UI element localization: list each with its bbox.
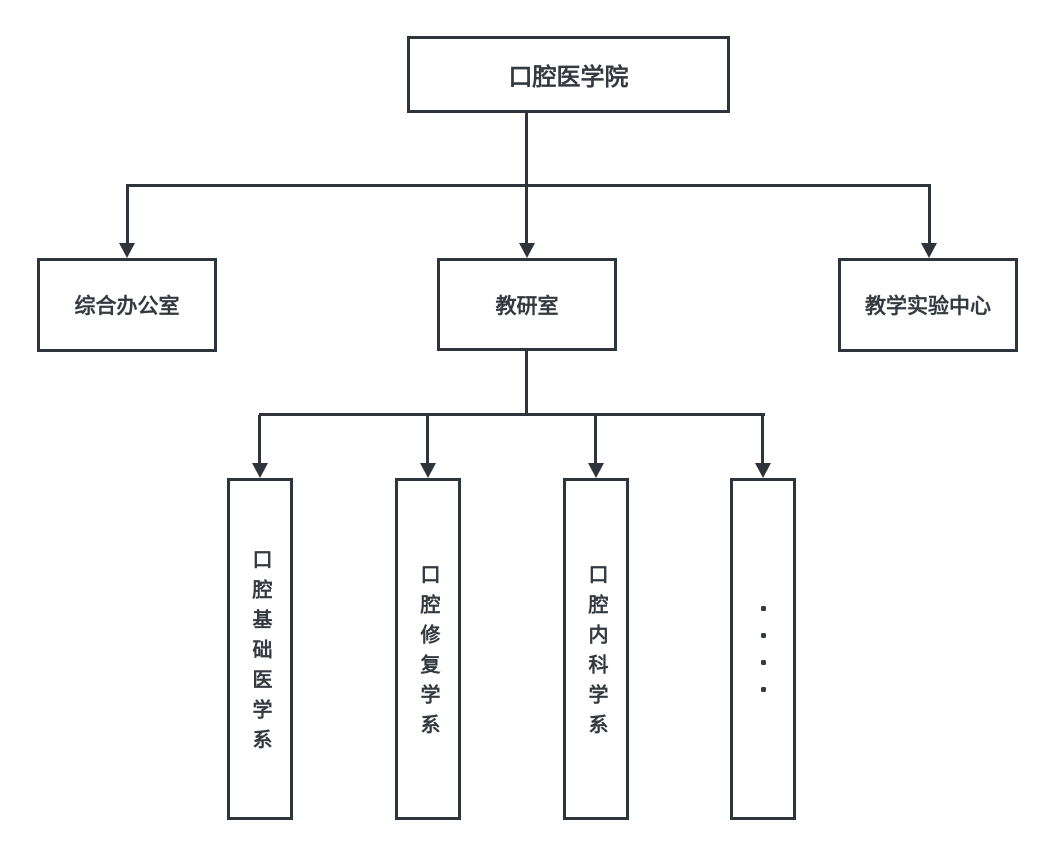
ellipsis-dot	[760, 660, 766, 665]
ellipsis-dot	[760, 687, 766, 692]
org-box-dept-basic-oral-medicine: 口腔基础医学系	[227, 478, 293, 820]
org-box-general-office: 综合办公室	[37, 258, 217, 352]
connector-teaching-research-stem	[525, 350, 528, 415]
org-box-dept-prosthodontics-label: 口腔修复学系	[417, 564, 439, 744]
arrowhead-down-icon	[420, 463, 436, 478]
org-box-teaching-research-office: 教研室	[437, 258, 617, 351]
connector-drop-oral-internal-medicine	[594, 415, 597, 463]
connector-drop-teaching-research	[525, 186, 528, 244]
org-box-dept-prosthodontics: 口腔修复学系	[395, 478, 461, 820]
ellipsis-dot	[760, 606, 766, 611]
arrowhead-down-icon	[119, 243, 135, 258]
connector-drop-ellipsis	[761, 415, 764, 463]
connector-root-stem	[525, 113, 528, 186]
arrowhead-down-icon	[588, 463, 604, 478]
org-box-dept-ellipsis	[730, 478, 796, 820]
connector-drop-prosthodontics	[426, 415, 429, 463]
org-box-teaching-experiment-center: 教学实验中心	[838, 258, 1018, 352]
arrowhead-down-icon	[921, 243, 937, 258]
connector-drop-experiment-center	[928, 186, 931, 244]
connector-drop-basic-oral-medicine	[258, 415, 261, 463]
connector-level3-bus	[259, 413, 765, 416]
ellipsis-dots	[760, 595, 766, 703]
arrowhead-down-icon	[755, 463, 771, 478]
arrowhead-down-icon	[519, 243, 535, 258]
arrowhead-down-icon	[252, 463, 268, 478]
org-box-dept-oral-internal-medicine-label: 口腔内科学系	[585, 564, 607, 744]
org-box-dept-oral-internal-medicine: 口腔内科学系	[563, 478, 629, 820]
connector-level2-bus	[126, 184, 931, 187]
connector-drop-general-office	[126, 186, 129, 244]
org-box-teaching-research-office-label: 教研室	[495, 294, 559, 318]
org-box-teaching-experiment-center-label: 教学实验中心	[865, 295, 991, 318]
org-box-dept-basic-oral-medicine-label: 口腔基础医学系	[249, 549, 271, 759]
org-box-general-office-label: 综合办公室	[74, 295, 180, 318]
org-box-root-label: 口腔医学院	[508, 64, 629, 91]
org-box-root: 口腔医学院	[407, 36, 730, 113]
ellipsis-dot	[760, 633, 766, 638]
